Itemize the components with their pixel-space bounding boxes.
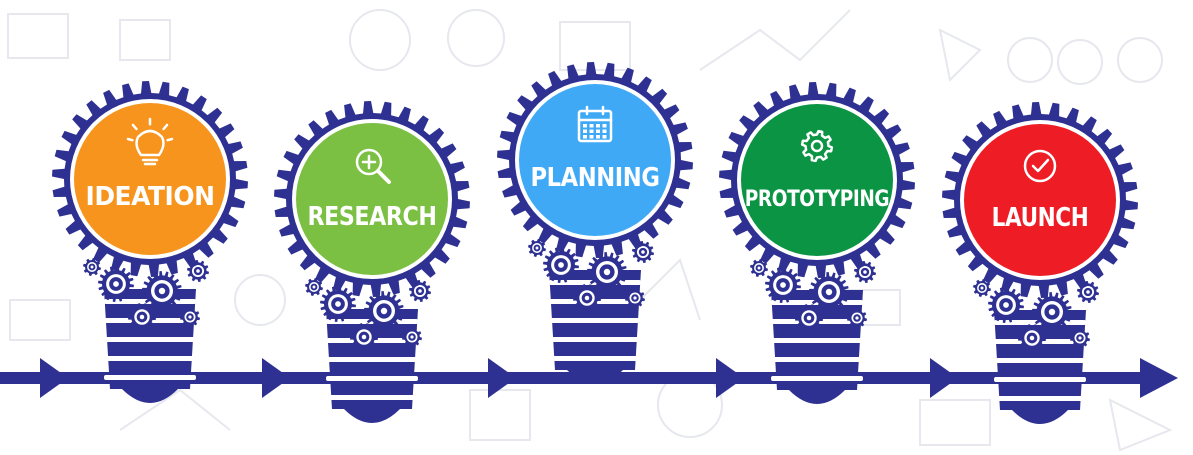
stage-research: RESEARCH [274,101,470,423]
small-gear-icon [180,307,200,327]
small-gear-icon [528,239,546,257]
background-doodle [7,13,69,59]
small-gear-icon [1018,324,1046,352]
background-doodle [919,399,991,446]
gear-cluster [83,258,209,331]
stage-label: PLANNING [531,163,660,193]
background-doodle [447,9,505,67]
small-gear-icon [1070,328,1090,348]
bulb-base [549,270,641,384]
chevron-right-icon [930,358,958,398]
chevron-right-icon [488,358,516,398]
gear-face [741,104,893,256]
small-gear-icon [1032,292,1072,332]
bulb-base [326,309,418,423]
gear-face [519,84,671,236]
small-gear-icon [765,267,801,303]
chevron-right-icon [716,358,744,398]
gear-face [74,103,226,255]
checkmark-icon [1023,149,1057,183]
background-doodle [1057,39,1103,85]
small-gear-icon [543,247,579,283]
gear-icon [800,129,834,163]
stage-bulbs: IDEATION RESEARCH PLANNING PROTOTYPING LAUNC… [52,62,1138,424]
background-doodle [699,9,851,71]
small-gear-icon [750,259,768,277]
small-gear-icon [973,279,991,297]
small-gear-icon [98,266,134,302]
small-gear-icon [573,284,601,312]
gear-cluster [305,278,431,351]
gear-face [964,124,1116,276]
background-doodle [938,28,982,83]
background-doodle [469,389,531,441]
calendar-icon [577,105,613,143]
background-doodle [639,258,701,321]
background-doodle [234,274,286,326]
small-gear-icon [320,286,356,322]
small-gear-icon [142,271,182,311]
small-gear-icon [625,288,645,308]
small-gear-icon [402,327,422,347]
stage-label: RESEARCH [308,202,437,232]
lightbulb-icon [126,117,174,166]
arrowhead-icon [1140,358,1178,398]
gear-face [296,123,448,275]
small-gear-icon [809,272,849,312]
background-doodle [1117,37,1163,83]
small-gear-icon [83,258,101,276]
chevron-right-icon [262,358,290,398]
zoom-in-icon [355,148,391,184]
background-doodle [1108,398,1173,452]
small-gear-icon [587,252,627,292]
stage-ideation: IDEATION [52,81,248,403]
stage-label: LAUNCH [992,203,1089,233]
small-gear-icon [847,308,867,328]
stage-prototyping: PROTOTYPING [719,82,915,404]
small-gear-icon [795,304,823,332]
small-gear-icon [128,303,156,331]
small-gear-icon [988,287,1024,323]
small-gear-icon [364,291,404,331]
background-doodle [559,21,631,71]
small-gear-icon [350,323,378,351]
stage-planning: PLANNING [497,62,693,384]
background-doodle [9,299,71,341]
stage-launch: LAUNCH [942,102,1138,424]
background-doodle [349,9,411,71]
background-doodle [1007,37,1053,83]
background-doodle [119,19,171,61]
stage-label: IDEATION [86,182,215,212]
stage-label: PROTOTYPING [745,187,889,212]
chevron-right-icon [40,358,68,398]
bulb-base [104,289,196,403]
background-doodle [119,388,231,431]
background-doodles [7,9,1173,452]
small-gear-icon [305,278,323,296]
